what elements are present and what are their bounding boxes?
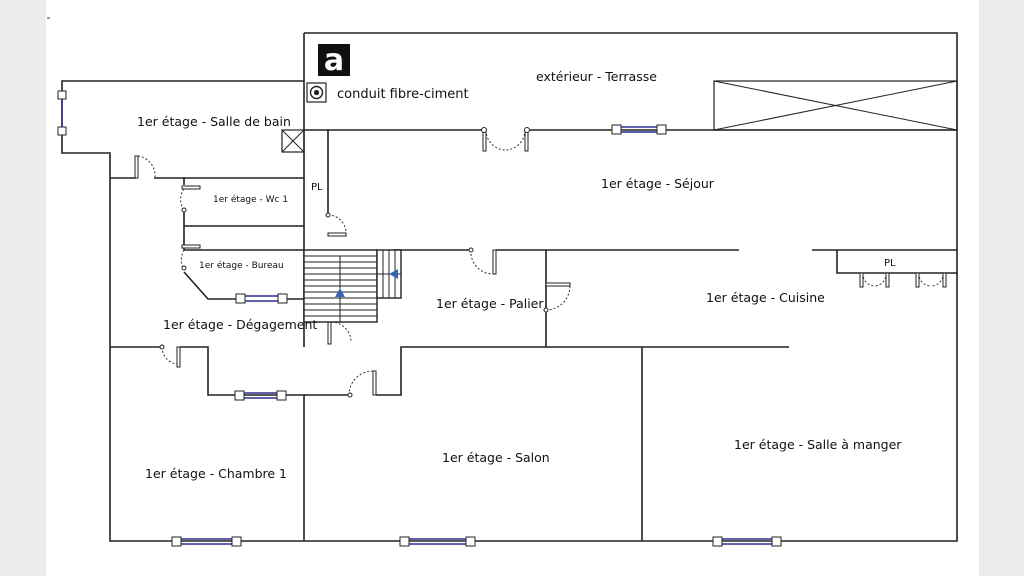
doors-pl-right [859, 272, 947, 288]
door-wc [180, 185, 201, 213]
palier-label: 1er étage - Palier [436, 296, 544, 311]
window-degagement [234, 390, 287, 401]
a-logo-icon: a [318, 43, 350, 78]
door-bureau [180, 244, 201, 271]
bureau-angled-wall [183, 271, 240, 300]
salle-a-manger-label: 1er étage - Salle à manger [734, 437, 902, 452]
triangle-left-icon [389, 269, 398, 279]
shaft-cross-2 [281, 129, 305, 153]
svg-text:a: a [324, 43, 344, 78]
wall-segment [376, 346, 789, 396]
terrace-box [713, 80, 958, 131]
room-labels: conduit fibre-ciment extérieur - Terrass… [137, 69, 902, 481]
shaft-box [281, 129, 305, 153]
door-pl [325, 212, 347, 237]
salle-de-bain-label: 1er étage - Salle de bain [137, 114, 291, 129]
floor-plan: a conduit fibre-ciment extérieur - Terra… [47, 17, 958, 547]
floor-plan-canvas: a conduit fibre-ciment extérieur - Terra… [46, 0, 979, 576]
chambre-label: 1er étage - Chambre 1 [145, 466, 287, 481]
sejour-label: 1er étage - Séjour [601, 176, 715, 191]
pl-left-label: PL [311, 182, 323, 193]
door-palier-right [543, 282, 571, 313]
wall-segment [180, 346, 305, 541]
outer-wall-main [109, 32, 958, 542]
window-chambre [171, 536, 242, 547]
staircase [303, 249, 402, 323]
pl-right-label: PL [884, 258, 896, 269]
terrace-label: extérieur - Terrasse [536, 69, 657, 84]
window-terrace [611, 124, 667, 135]
salon-label: 1er étage - Salon [442, 450, 550, 465]
terrace-cross-2 [713, 80, 958, 131]
triangle-up-icon [335, 288, 345, 297]
degagement-label: 1er étage - Dégagement [163, 317, 317, 332]
windows [57, 90, 782, 547]
shaft-rect [281, 129, 305, 153]
bathroom-outer-wall [61, 80, 304, 178]
cuisine-label: 1er étage - Cuisine [706, 290, 825, 305]
terrace-rect [713, 80, 958, 131]
window-salon [399, 536, 476, 547]
window-salle-a-manger [712, 536, 782, 547]
conduit-target-icon [306, 82, 327, 103]
door-terrace [481, 127, 530, 152]
wc-label: 1er étage - Wc 1 [213, 194, 288, 205]
doors [134, 127, 947, 398]
window-bathroom [57, 90, 67, 136]
door-palier-top [468, 247, 497, 275]
door-salon [347, 370, 377, 398]
bureau-label: 1er étage - Bureau [199, 260, 284, 271]
pl-box-wall [836, 250, 957, 274]
conduit-label: conduit fibre-ciment [337, 87, 469, 102]
window-bureau [235, 293, 288, 304]
door-chambre [159, 344, 181, 368]
door-bathroom [134, 155, 156, 179]
door-stair-bottom [327, 321, 352, 345]
